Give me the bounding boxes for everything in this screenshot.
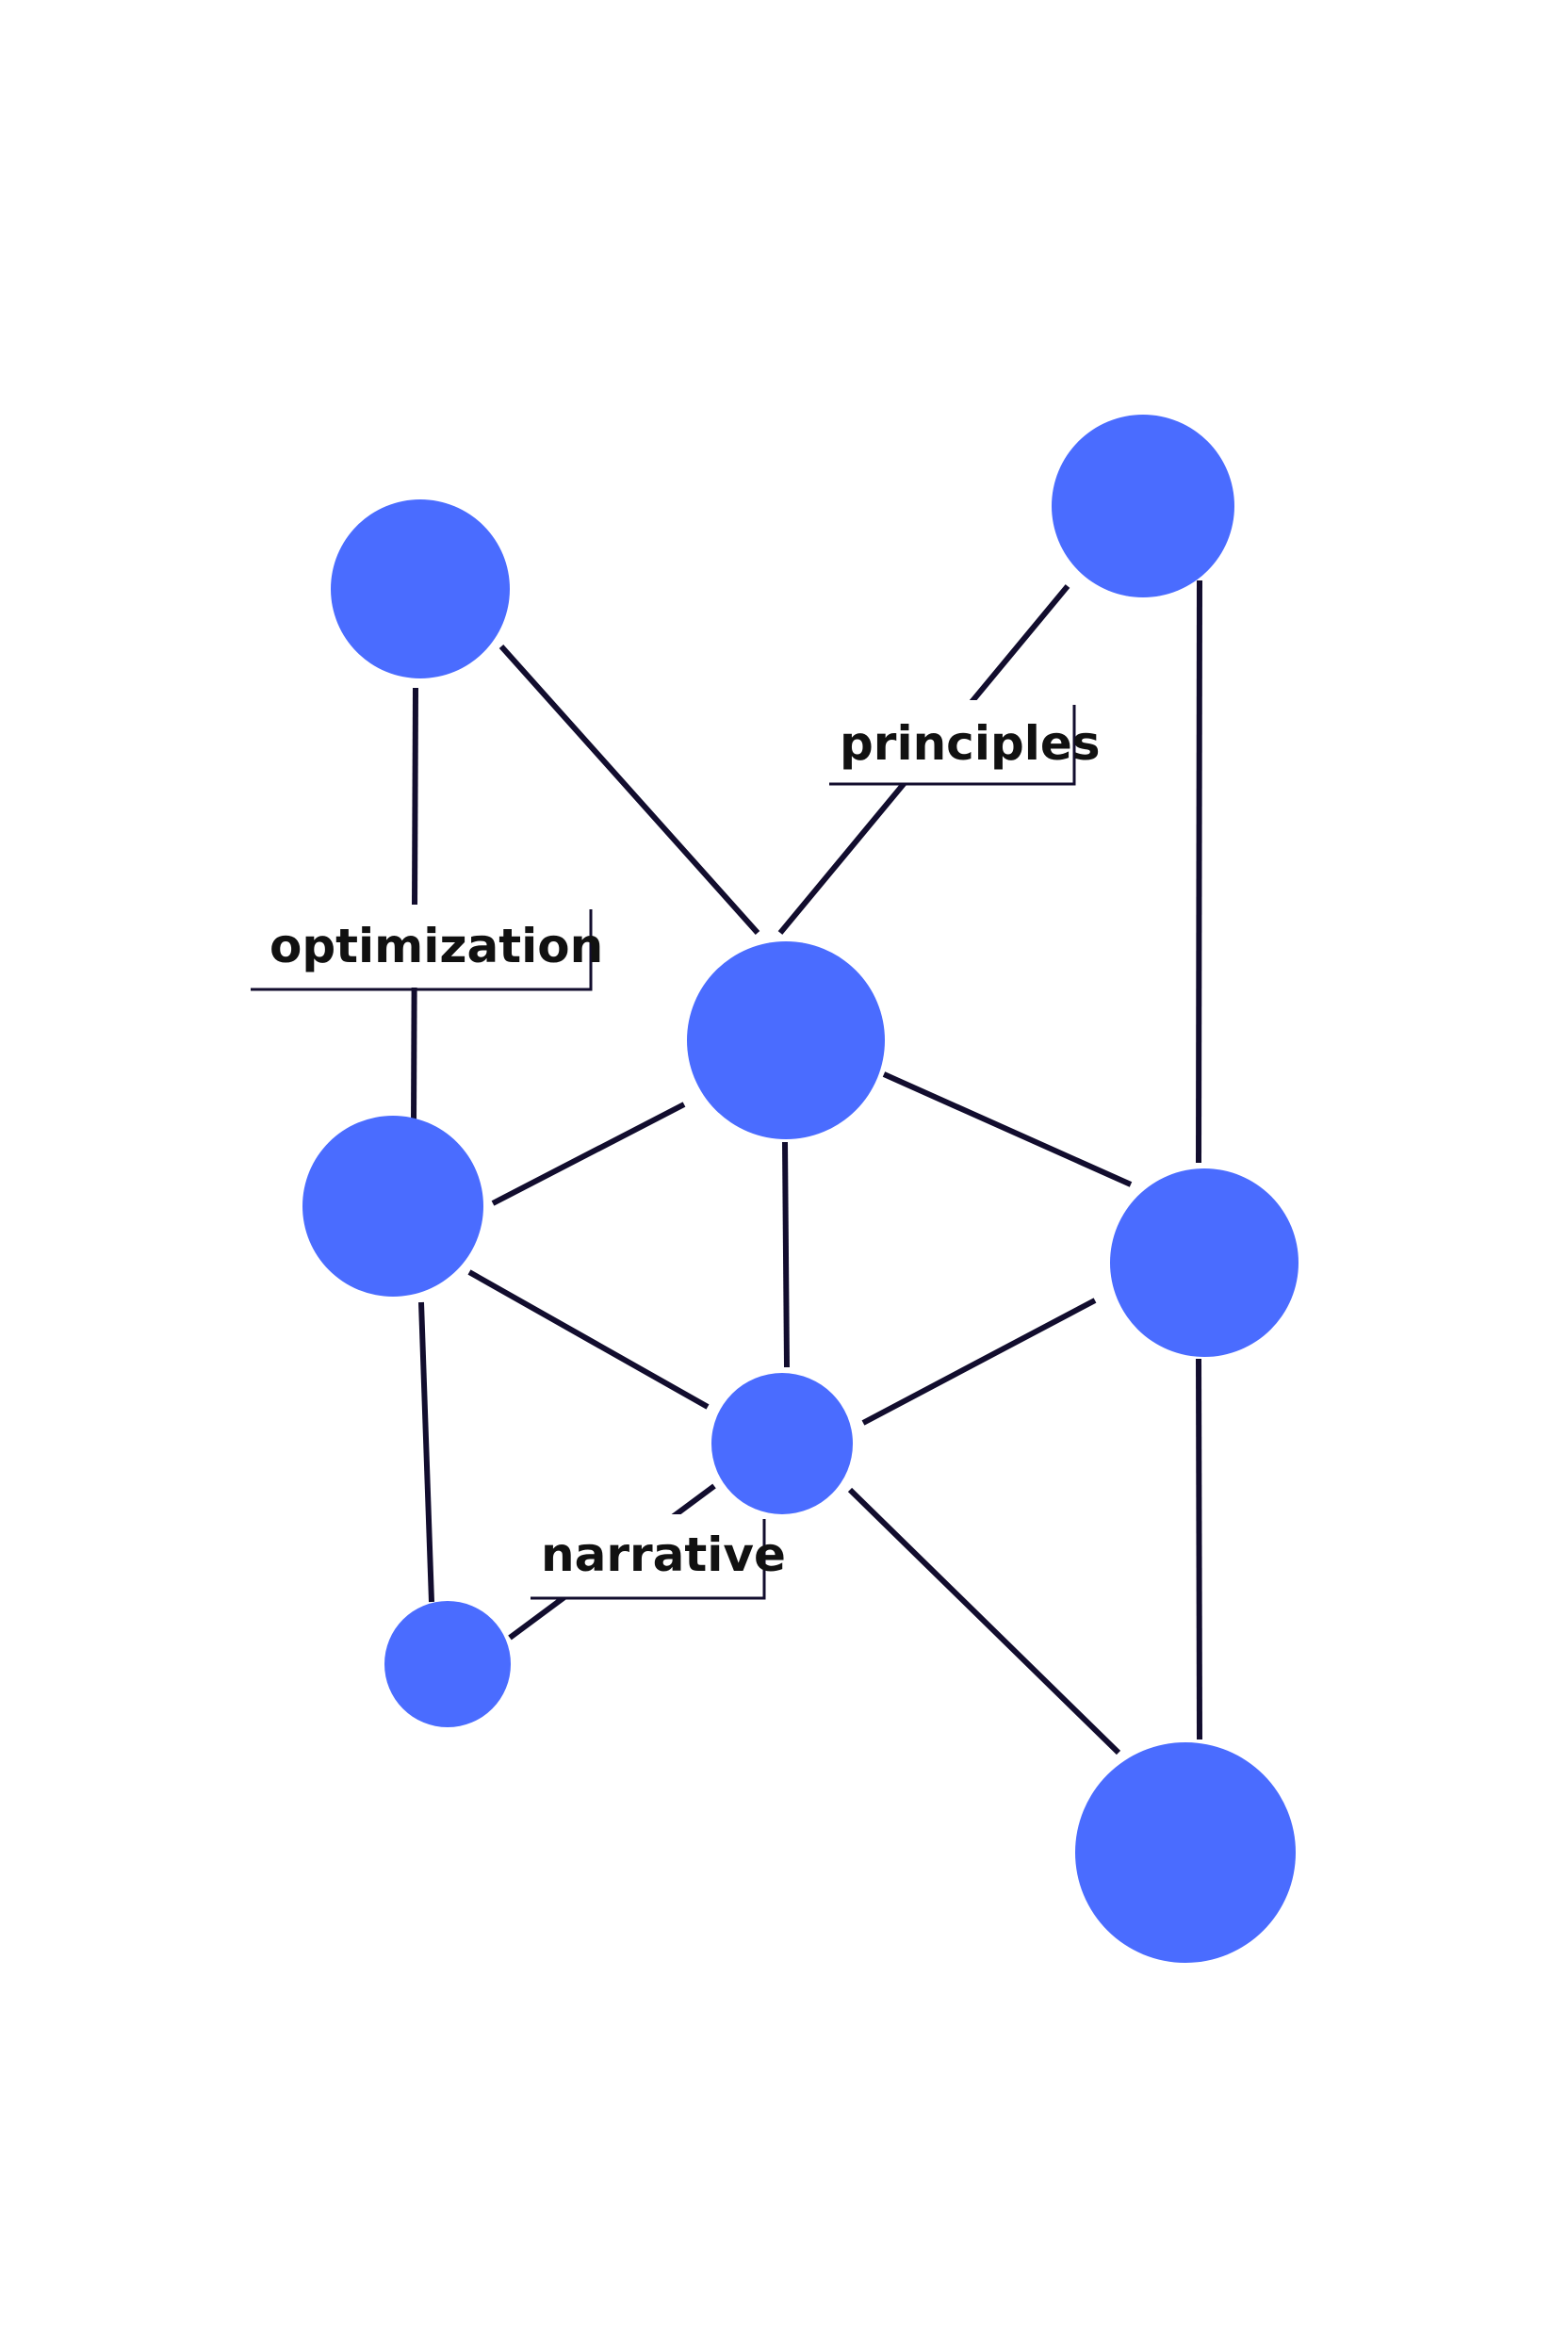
- label-bracket: [531, 1519, 766, 1600]
- node-bottom-left: [384, 1601, 511, 1727]
- node-center: [687, 941, 885, 1139]
- edge-top-left-to-center: [498, 644, 760, 936]
- edge-lower-center-to-bottom-right: [847, 1487, 1121, 1756]
- edge-center-to-mid-left: [491, 1102, 686, 1206]
- label-background: [253, 905, 590, 988]
- label-bracket: [251, 909, 593, 991]
- node-top-right: [1052, 415, 1234, 597]
- edge-label-narrative: narrative: [531, 1514, 786, 1600]
- label-principles-text: principles: [840, 716, 1101, 771]
- edge-top-right-to-mid-right: [1196, 580, 1202, 1164]
- node-lower-center: [711, 1373, 853, 1514]
- edge-mid-left-to-bottom-left: [418, 1301, 434, 1603]
- edge-mid-right-to-lower-center: [861, 1298, 1097, 1426]
- nodes: [302, 415, 1298, 1963]
- node-mid-left: [302, 1116, 483, 1297]
- edge-label-principles: principles: [829, 700, 1101, 786]
- edge-center-to-lower-center: [782, 1141, 790, 1368]
- label-background: [831, 700, 1072, 783]
- edge-mid-left-to-lower-center: [467, 1269, 710, 1410]
- edge-mid-right-to-bottom-right: [1196, 1358, 1202, 1740]
- label-narrative-text: narrative: [541, 1527, 786, 1582]
- edge-center-to-mid-right: [882, 1071, 1133, 1187]
- label-optimization-text: optimization: [270, 919, 603, 973]
- edges: [411, 580, 1202, 1756]
- label-bracket: [829, 705, 1076, 786]
- node-top-left: [331, 499, 510, 678]
- edge-label-optimization: optimization: [251, 905, 603, 991]
- label-background: [532, 1514, 762, 1597]
- node-mid-right: [1110, 1168, 1298, 1357]
- node-bottom-right: [1075, 1742, 1296, 1963]
